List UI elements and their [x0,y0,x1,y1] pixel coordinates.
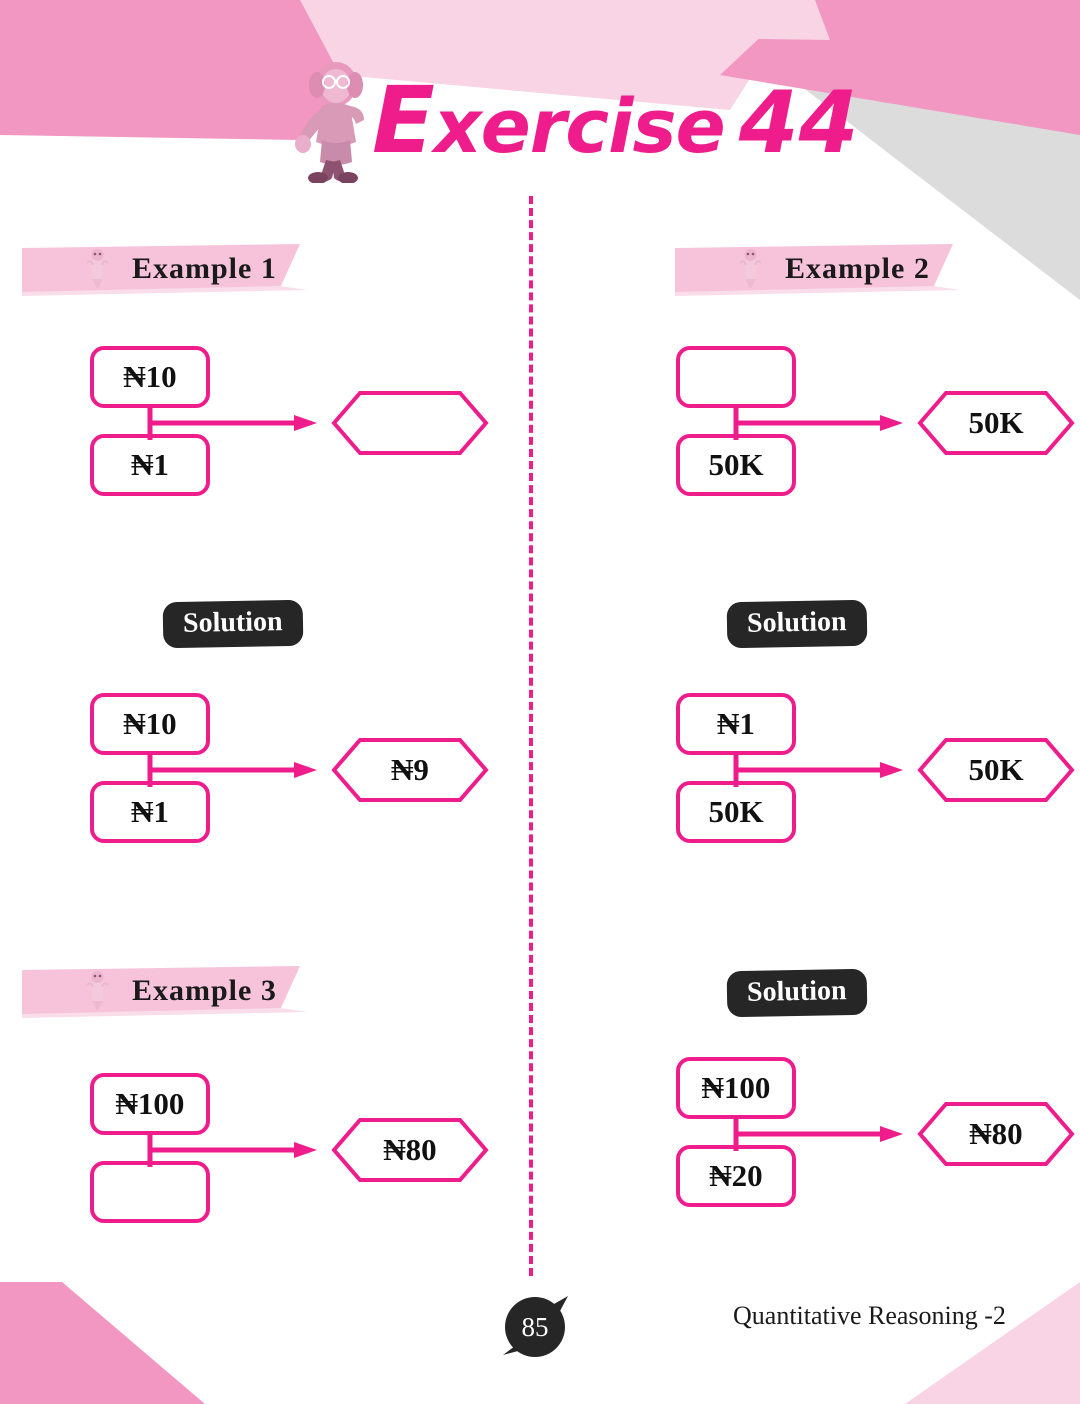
banner-example-3: Example 3 [22,966,307,1018]
input-box-bottom[interactable]: ₦20 [676,1145,796,1207]
solution-badge-3: Solution [726,968,868,1018]
result-hexagon[interactable]: ₦80 [330,1116,490,1184]
connector-arrow [142,1131,317,1174]
banner-label: Example 2 [785,252,930,285]
pencil-character-icon [737,247,763,291]
result-hexagon-value: ₦80 [383,1132,437,1167]
page-number-value: 85 [521,1311,549,1342]
result-hexagon[interactable]: ₦9 [330,736,490,804]
title-rest: xercise [433,84,726,170]
input-box-bottom[interactable]: 50K [676,434,796,496]
solution-badge-label: Solution [182,606,283,639]
result-hexagon-value: ₦9 [391,752,429,787]
diagram-solution-3: ₦100 ₦20 ₦80 [676,1057,1075,1207]
banner-shape [22,966,307,1018]
input-box-bottom[interactable]: ₦1 [90,781,210,843]
page-number-badge: 85 [502,1294,568,1360]
banner-example-2: Example 2 [675,244,960,296]
result-hexagon[interactable]: ₦80 [916,1100,1076,1168]
input-box-top[interactable] [676,346,796,408]
diagram-solution-1: ₦10 ₦1 ₦9 [90,693,489,843]
solution-badge-label: Solution [746,975,847,1008]
input-box-top[interactable]: ₦100 [90,1073,210,1135]
input-box-bottom-value: ₦1 [131,447,169,482]
connector-arrow [142,404,317,447]
banner-shape [22,244,307,296]
input-box-bottom-value: 50K [708,794,764,829]
input-box-bottom-value: ₦1 [131,794,169,829]
banner-label: Example 1 [132,252,277,285]
banner-example-1: Example 1 [22,244,307,296]
solution-badge-label: Solution [746,606,847,639]
connector-arrow [728,751,903,794]
input-box-top[interactable]: ₦10 [90,693,210,755]
title-capital: E [372,67,435,174]
result-hexagon[interactable] [330,389,490,457]
connector-arrow [142,751,317,794]
title-number: 44 [738,73,859,173]
jumping-girl-mascot-icon [292,58,374,184]
connector-arrow [728,404,903,447]
input-box-top-value: ₦10 [123,706,177,741]
result-hexagon-value: ₦80 [969,1116,1023,1151]
pencil-character-icon [84,247,110,291]
decoration-bottom-right [905,1264,1080,1404]
diagram-example-2: 50K 50K [676,346,1075,496]
diagram-example-1: ₦10 ₦1 [90,346,489,496]
input-box-top[interactable]: ₦100 [676,1057,796,1119]
book-title: Quantitative Reasoning -2 [733,1301,1006,1330]
input-box-top-value: ₦1 [717,706,755,741]
solution-badge-1: Solution [162,599,304,649]
pencil-character-icon [84,969,110,1013]
column-divider [529,196,533,1276]
input-box-top[interactable]: ₦1 [676,693,796,755]
decoration-bottom-left [0,1264,210,1404]
input-box-bottom-value: ₦20 [709,1158,763,1193]
input-box-bottom-value: 50K [708,447,764,482]
result-hexagon-value: 50K [968,405,1024,440]
banner-label: Example 3 [132,974,277,1007]
result-hexagon[interactable]: 50K [916,389,1076,457]
result-hexagon-value: 50K [968,752,1024,787]
diagram-example-3: ₦100 ₦80 [90,1073,489,1223]
input-box-bottom[interactable]: ₦1 [90,434,210,496]
diagram-solution-2: ₦1 50K 50K [676,693,1075,843]
input-box-top-value: ₦100 [701,1070,771,1105]
input-box-top[interactable]: ₦10 [90,346,210,408]
input-box-top-value: ₦10 [123,359,177,394]
connector-arrow [728,1115,903,1158]
input-box-top-value: ₦100 [115,1086,185,1121]
result-hexagon[interactable]: 50K [916,736,1076,804]
input-box-bottom[interactable] [90,1161,210,1223]
solution-badge-2: Solution [726,599,868,649]
input-box-bottom[interactable]: 50K [676,781,796,843]
